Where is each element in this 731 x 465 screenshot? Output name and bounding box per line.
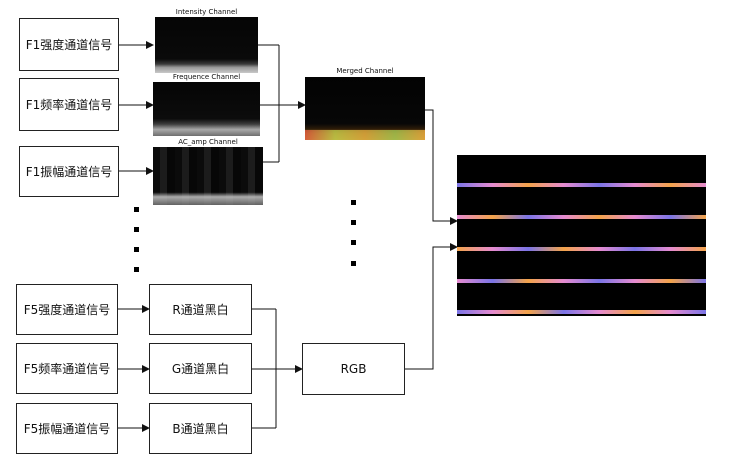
rgb-box: RGB: [302, 343, 405, 395]
f5-frequency-input-box: F5频率通道信号: [16, 343, 118, 394]
ellipsis-dot: [351, 261, 356, 266]
ellipsis-dot: [134, 247, 139, 252]
f5-amplitude-label: F5振幅通道信号: [23, 422, 111, 436]
rgb-label: RGB: [340, 362, 367, 376]
output-stacked-image: [457, 155, 706, 316]
r-channel-gray-label: R通道黑白: [172, 303, 229, 317]
f1-intensity-input-box: F1强度通道信号: [19, 18, 119, 71]
ellipsis-dot: [351, 200, 356, 205]
r-channel-gray-box: R通道黑白: [149, 284, 252, 335]
f5-frequency-label: F5频率通道信号: [23, 362, 111, 376]
output-stripe: [457, 247, 706, 251]
b-channel-gray-label: B通道黑白: [172, 422, 229, 436]
f1-frequency-label: F1频率通道信号: [25, 98, 113, 112]
output-stripe: [457, 279, 706, 283]
f1-intensity-label: F1强度通道信号: [25, 38, 113, 52]
ellipsis-dot: [134, 227, 139, 232]
output-stripe: [457, 310, 706, 314]
f1-amplitude-input-box: F1振幅通道信号: [19, 146, 119, 197]
frequence-channel-caption: Frequence Channel: [172, 73, 241, 81]
intensity-channel-caption: Intensity Channel: [175, 8, 238, 16]
ellipsis-dot: [134, 267, 139, 272]
f5-intensity-input-box: F5强度通道信号: [16, 284, 118, 335]
ellipsis-dot: [134, 207, 139, 212]
ac-amp-channel-image: [153, 147, 263, 205]
ellipsis-dot: [351, 220, 356, 225]
f5-amplitude-input-box: F5振幅通道信号: [16, 403, 118, 454]
f5-intensity-label: F5强度通道信号: [23, 303, 111, 317]
g-channel-gray-label: G通道黑白: [171, 362, 230, 376]
ellipsis-dot: [351, 240, 356, 245]
b-channel-gray-box: B通道黑白: [149, 403, 252, 454]
output-stripe: [457, 215, 706, 219]
merged-channel-image: [305, 77, 425, 140]
intensity-channel-image: [155, 17, 258, 73]
output-stripe: [457, 183, 706, 187]
ac-amp-channel-caption: AC_amp Channel: [178, 138, 238, 146]
frequence-channel-image: [153, 82, 260, 136]
g-channel-gray-box: G通道黑白: [149, 343, 252, 394]
f1-amplitude-label: F1振幅通道信号: [25, 165, 113, 179]
merged-channel-caption: Merged Channel: [336, 67, 394, 75]
f1-frequency-input-box: F1频率通道信号: [19, 78, 119, 131]
